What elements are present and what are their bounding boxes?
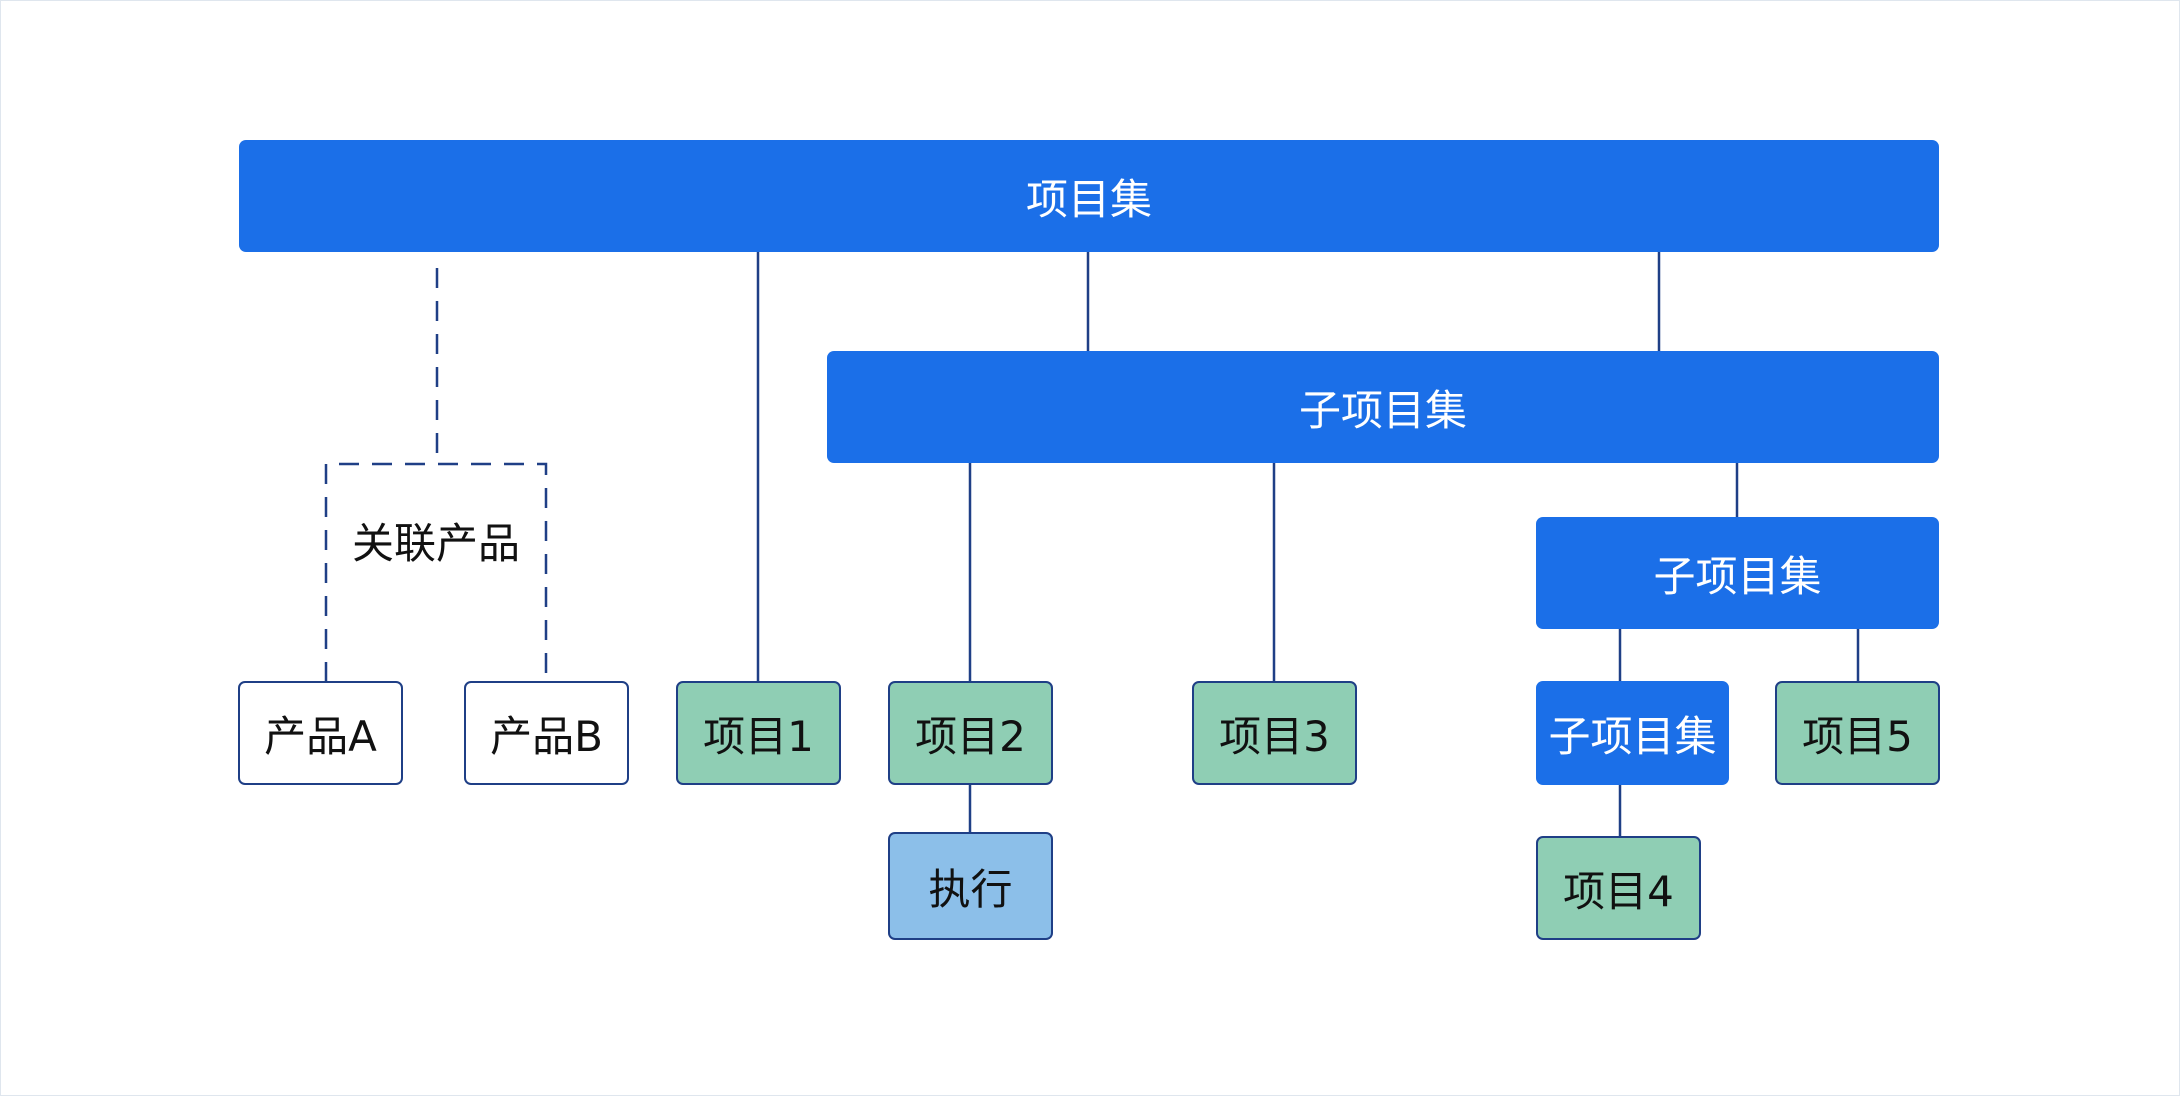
sub-project-set-1-label: 子项目集 [1298, 385, 1467, 435]
sub-project-set-2-label: 子项目集 [1653, 551, 1822, 601]
execution-node[interactable]: 执行 [888, 832, 1053, 940]
project-set-root-label: 项目集 [1025, 174, 1152, 224]
product-b[interactable]: 产品B [464, 681, 629, 785]
related-products-text: 关联产品 [351, 518, 520, 568]
project-5-label: 项目5 [1802, 711, 1913, 761]
sub-project-set-2[interactable]: 子项目集 [1536, 517, 1939, 629]
project-2-label: 项目2 [915, 711, 1026, 761]
project-3-label: 项目3 [1219, 711, 1330, 761]
execution-label: 执行 [928, 864, 1013, 914]
sub-project-set-3[interactable]: 子项目集 [1536, 681, 1729, 785]
project-5[interactable]: 项目5 [1775, 681, 1940, 785]
project-4-label: 项目4 [1563, 866, 1674, 916]
product-a[interactable]: 产品A [238, 681, 403, 785]
project-4[interactable]: 项目4 [1536, 836, 1701, 940]
project-1[interactable]: 项目1 [676, 681, 841, 785]
sub-project-set-3-label: 子项目集 [1548, 711, 1717, 761]
related-products-label: 关联产品 [326, 500, 546, 580]
product-b-label: 产品B [490, 711, 603, 761]
product-a-label: 产品A [264, 711, 377, 761]
project-3[interactable]: 项目3 [1192, 681, 1357, 785]
project-set-root[interactable]: 项目集 [239, 140, 1939, 252]
project-2[interactable]: 项目2 [888, 681, 1053, 785]
dashed-related-box [324, 462, 548, 682]
sub-project-set-1[interactable]: 子项目集 [827, 351, 1939, 463]
project-1-label: 项目1 [703, 711, 814, 761]
